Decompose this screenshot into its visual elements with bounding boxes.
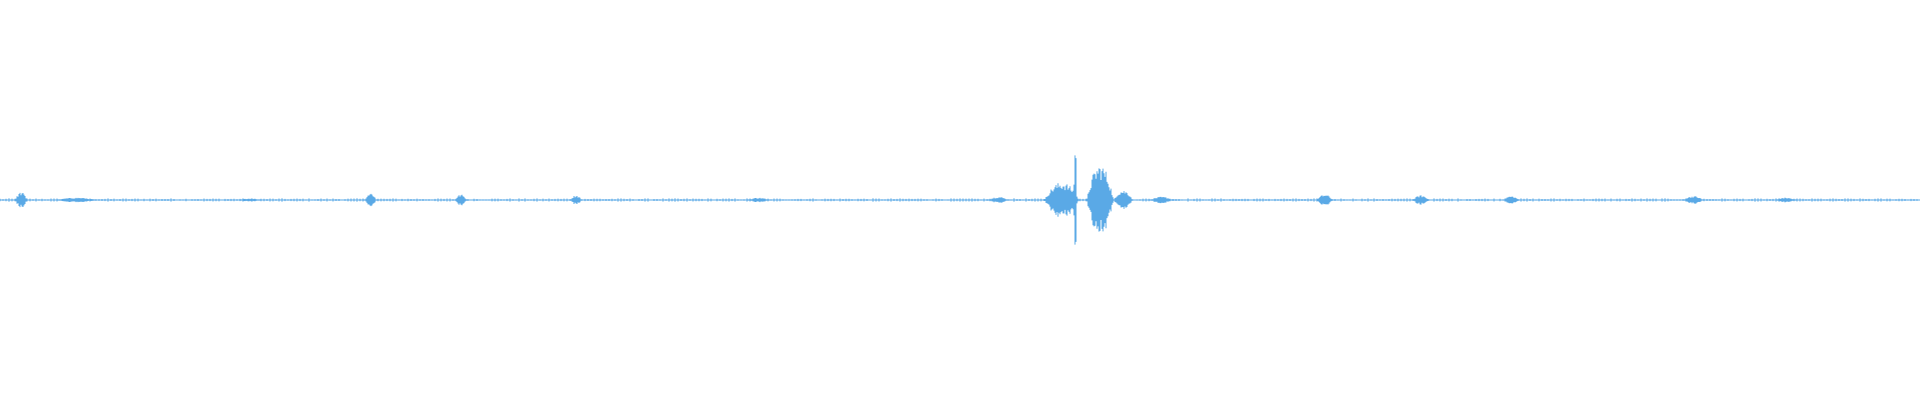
waveform-samples [0,155,1918,245]
